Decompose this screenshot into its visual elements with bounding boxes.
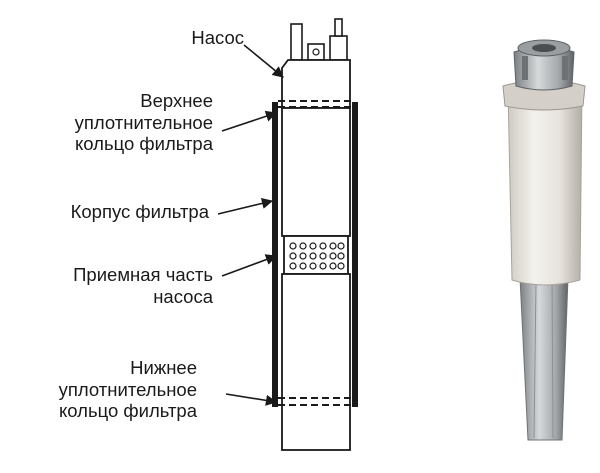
- intake-holes: [289, 242, 345, 270]
- label-intake-line-2: насоса: [153, 285, 213, 307]
- label-lower-seal-ring: Нижнее уплотнительное кольцо фильтра: [0, 357, 197, 422]
- label-pump-intake: Приемная часть насоса: [0, 264, 213, 307]
- upper-seal-ring: [278, 100, 352, 108]
- lower-seal-ring: [278, 397, 352, 406]
- pump-outlet-tip: [334, 18, 343, 37]
- pump-tail: [519, 277, 569, 441]
- leader-lines: [217, 44, 284, 406]
- label-filter-casing: Корпус фильтра: [0, 201, 209, 223]
- pump-cable-box: [307, 43, 325, 61]
- label-upper-line-1: Верхнее: [140, 90, 213, 111]
- filter-wall-right: [352, 102, 358, 407]
- label-casing-line: Корпус фильтра: [70, 201, 209, 222]
- arrow-intake: [221, 254, 278, 277]
- filter-wall-left: [272, 102, 278, 407]
- arrow-upper-ring: [221, 110, 278, 132]
- label-lower-line-1: Нижнее: [130, 357, 197, 378]
- pump-head-outlet: [532, 44, 556, 52]
- arrow-pump: [243, 44, 284, 78]
- arrow-casing: [217, 197, 274, 215]
- label-upper-seal-ring: Верхнее уплотнительное кольцо фильтра: [0, 90, 213, 155]
- label-lower-line-3: кольцо фильтра: [58, 400, 197, 421]
- label-upper-line-2: уплотнительное: [74, 111, 213, 133]
- label-pump-line: Насос: [191, 27, 244, 48]
- label-pump: Насос: [150, 27, 244, 49]
- label-intake-line-1: Приемная часть: [73, 264, 213, 285]
- pump-pipe: [290, 23, 303, 61]
- pump-body-lower: [281, 273, 351, 451]
- cable-box-dot: [312, 48, 320, 56]
- filter-sleeve: [507, 83, 583, 286]
- pump-outlet: [329, 35, 348, 61]
- label-lower-line-2: уплотнительное: [58, 378, 197, 400]
- pump-body-upper: [281, 107, 351, 237]
- label-upper-line-3: кольцо фильтра: [74, 133, 213, 154]
- filter-product-image: [502, 39, 586, 441]
- arrow-lower-ring: [225, 393, 278, 406]
